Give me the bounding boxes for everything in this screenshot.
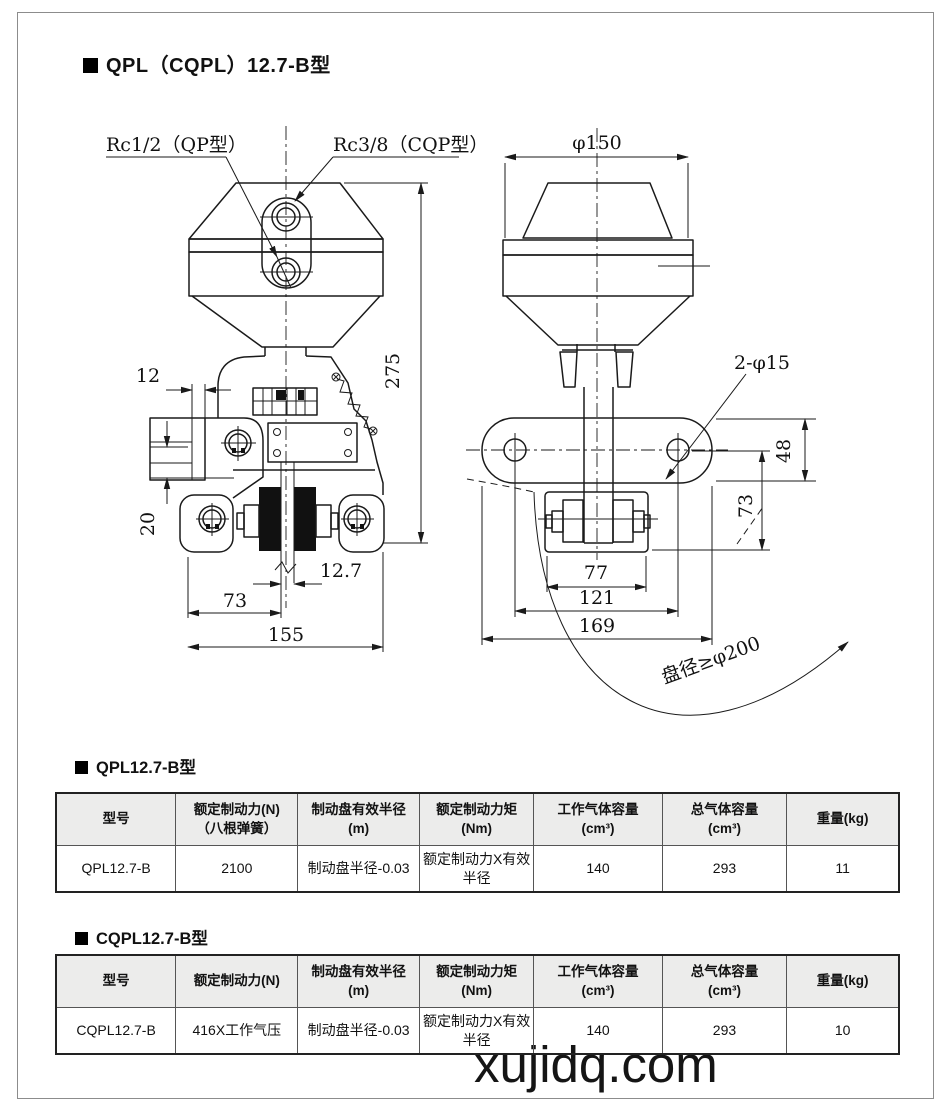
spec-table-qpl: 型号 额定制动力(N)（八根弹簧） 制动盘有效半径(m) 额定制动力矩(Nm) … <box>55 792 900 893</box>
spring-anchor-icon <box>331 372 378 436</box>
page-border-frame <box>17 12 934 1099</box>
dim-77-label: 77 <box>584 562 608 584</box>
table-header-row: 型号 额定制动力(N) 制动盘有效半径(m) 额定制动力矩(Nm) 工作气体容量… <box>55 954 900 1008</box>
header-cell: 额定制动力矩(Nm) <box>418 954 535 1008</box>
dim-73-left-label: 73 <box>223 590 247 612</box>
section-bullet-icon <box>75 932 88 945</box>
page-title: QPL（CQPL）12.7-B型 <box>83 49 331 78</box>
dim-2d15-label: 2-φ15 <box>734 352 790 374</box>
header-cell: 重量(kg) <box>786 792 900 846</box>
header-cell: 额定制动力(N) <box>175 954 299 1008</box>
dim-12-label: 12 <box>136 365 160 387</box>
cell-weight: 10 <box>786 1007 900 1055</box>
dim-73-right-label: 73 <box>735 494 757 518</box>
table-row: CQPL12.7-B 416X工作气压 制动盘半径-0.03 额定制动力X有效半… <box>55 1007 900 1055</box>
section-title-cqpl-text: CQPL12.7-B型 <box>96 930 208 948</box>
table-row: QPL12.7-B 2100 制动盘半径-0.03 额定制动力X有效半径 140… <box>55 845 900 893</box>
cell-braking-torque: 额定制动力X有效半径 <box>418 845 535 893</box>
header-cell: 总气体容量(cm³) <box>661 954 788 1008</box>
port-label-qp: Rc1/2（QP型） <box>106 134 247 156</box>
dim-dia150-label: φ150 <box>572 132 622 154</box>
cell-working-gas-volume: 140 <box>533 1007 663 1055</box>
header-cell: 工作气体容量(cm³) <box>533 792 663 846</box>
cell-effective-radius: 制动盘半径-0.03 <box>297 845 420 893</box>
cell-braking-torque: 额定制动力X有效半径 <box>418 1007 535 1055</box>
dim-121-label: 121 <box>579 587 615 609</box>
table-header-row: 型号 额定制动力(N)（八根弹簧） 制动盘有效半径(m) 额定制动力矩(Nm) … <box>55 792 900 846</box>
front-view: Rc1/2（QP型） Rc3/8（CQP型） 275 12 20 12.7 <box>106 126 488 652</box>
cell-effective-radius: 制动盘半径-0.03 <box>297 1007 420 1055</box>
technical-drawing: Rc1/2（QP型） Rc3/8（CQP型） 275 12 20 12.7 <box>106 126 849 716</box>
cell-model: QPL12.7-B <box>55 845 177 893</box>
cell-weight: 11 <box>786 845 900 893</box>
header-cell: 型号 <box>55 954 177 1008</box>
dim-48-label: 48 <box>773 439 795 463</box>
section-title-qpl-text: QPL12.7-B型 <box>96 759 196 777</box>
header-cell: 额定制动力矩(Nm) <box>418 792 535 846</box>
dim-20-label: 20 <box>137 512 159 536</box>
section-bullet-icon <box>75 761 88 774</box>
header-cell: 额定制动力(N)（八根弹簧） <box>175 792 299 846</box>
header-cell: 重量(kg) <box>786 954 900 1008</box>
port-label-cqp: Rc3/8（CQP型） <box>333 134 488 156</box>
header-cell: 制动盘有效半径(m) <box>297 954 420 1008</box>
side-view: φ150 2-φ15 48 73 77 121 169 <box>466 128 849 716</box>
section-bullet-icon <box>83 58 98 73</box>
cell-total-gas-volume: 293 <box>661 845 788 893</box>
cell-braking-force: 2100 <box>175 845 299 893</box>
dim-275-label: 275 <box>382 353 404 389</box>
header-cell: 制动盘有效半径(m) <box>297 792 420 846</box>
cell-working-gas-volume: 140 <box>533 845 663 893</box>
header-cell: 总气体容量(cm³) <box>661 792 788 846</box>
page-title-text: QPL（CQPL）12.7-B型 <box>106 55 331 77</box>
header-cell: 工作气体容量(cm³) <box>533 954 663 1008</box>
dim-169-label: 169 <box>579 615 615 637</box>
dim-12.7-label: 12.7 <box>320 560 362 582</box>
spec-table-cqpl: 型号 额定制动力(N) 制动盘有效半径(m) 额定制动力矩(Nm) 工作气体容量… <box>55 954 900 1055</box>
header-cell: 型号 <box>55 792 177 846</box>
dim-155-label: 155 <box>268 624 304 646</box>
cell-model: CQPL12.7-B <box>55 1007 177 1055</box>
section-title-cqpl: CQPL12.7-B型 <box>75 925 208 949</box>
cell-total-gas-volume: 293 <box>661 1007 788 1055</box>
cell-braking-force: 416X工作气压 <box>175 1007 299 1055</box>
disc-note-label: 盘径≥φ200 <box>659 632 764 688</box>
section-title-qpl: QPL12.7-B型 <box>75 754 196 778</box>
